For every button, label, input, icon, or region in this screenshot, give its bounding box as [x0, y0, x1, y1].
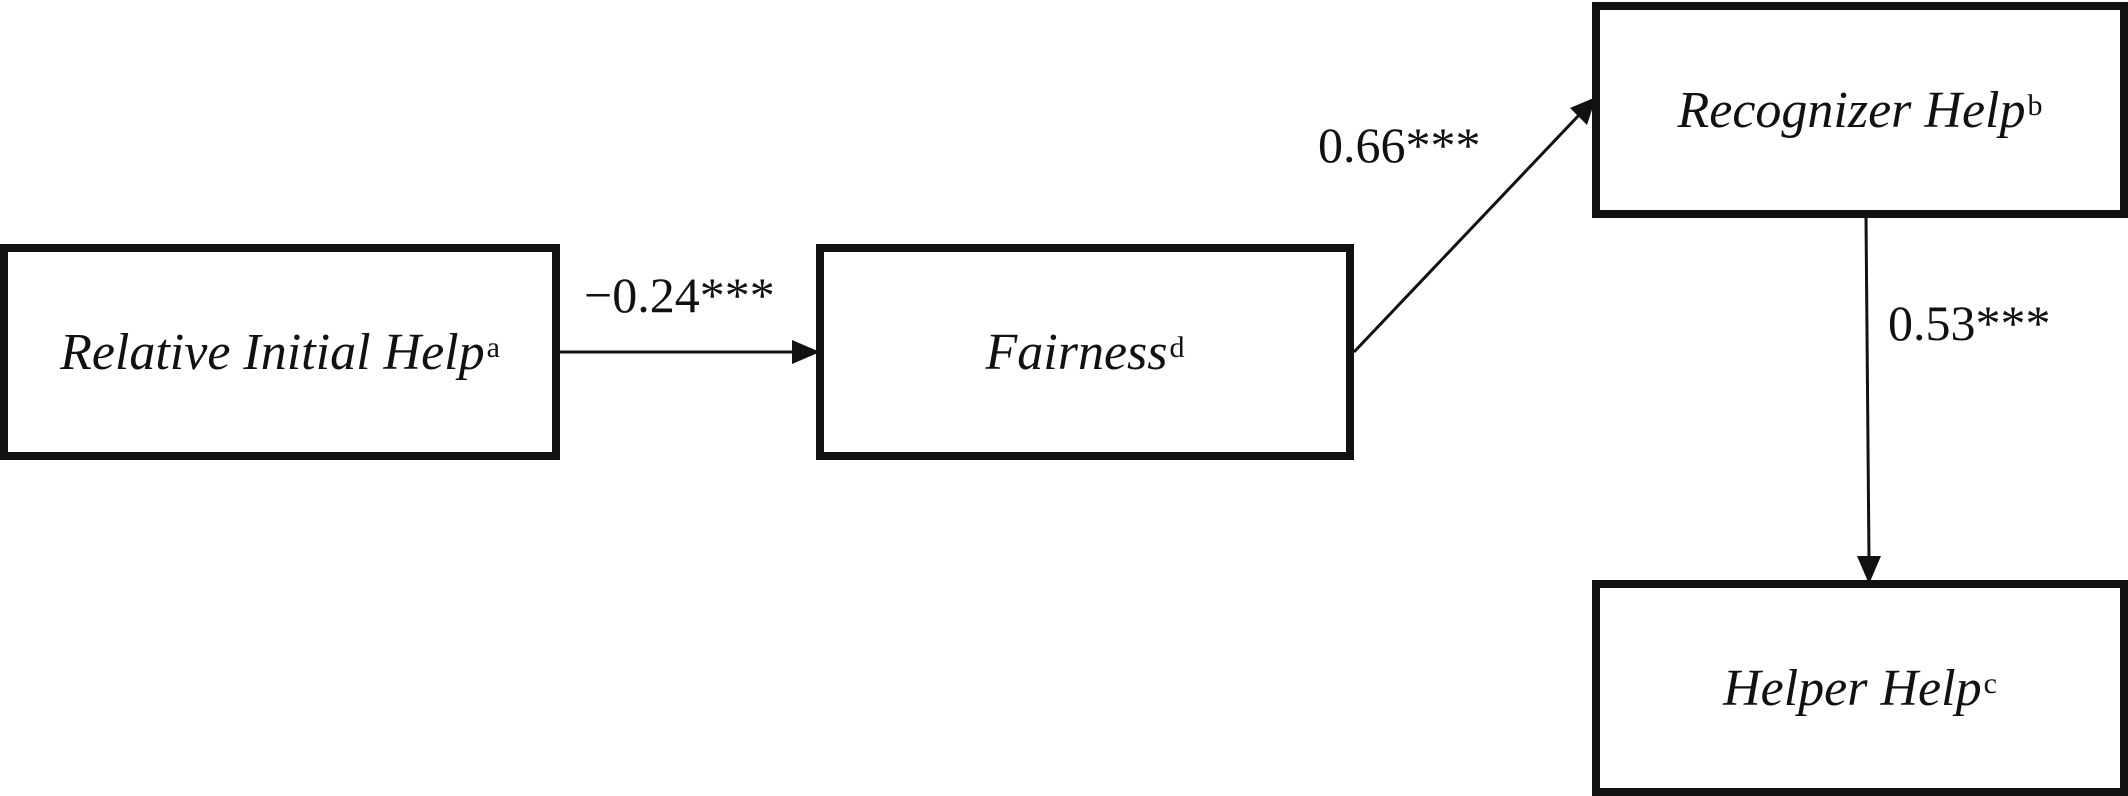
fairness-text: Fairness: [985, 323, 1168, 381]
recognizer-help-superscript: b: [2027, 89, 2043, 122]
arrowhead-fairness: [792, 340, 820, 364]
coefficient-recognizer-to-helper: 0.53***: [1888, 295, 2051, 351]
recognizer-help-text: Recognizer Help: [1677, 81, 2026, 139]
helper-help-superscript: c: [1983, 667, 1997, 700]
relative-initial-help-text: Relative Initial Help: [60, 323, 485, 381]
coefficient-relative-to-fairness: −0.24***: [584, 267, 775, 323]
edge-recognizer-to-helper: [1864, 217, 1871, 561]
fairness-box: [816, 244, 1354, 460]
fairness-superscript: d: [1169, 331, 1185, 364]
relative-initial-help-box: [0, 244, 560, 460]
helper-help-box: [1592, 580, 2128, 796]
edge-fairness-to-recognizer: [1352, 112, 1582, 354]
arrowhead-helper: [1857, 556, 1881, 584]
recognizer-help-box: [1592, 2, 2128, 218]
coefficient-fairness-to-recognizer: 0.66***: [1318, 117, 1481, 173]
helper-help-text: Helper Help: [1723, 659, 1982, 717]
relative-initial-help-superscript: a: [486, 331, 500, 364]
arrowhead-recognizer: [1570, 97, 1596, 125]
